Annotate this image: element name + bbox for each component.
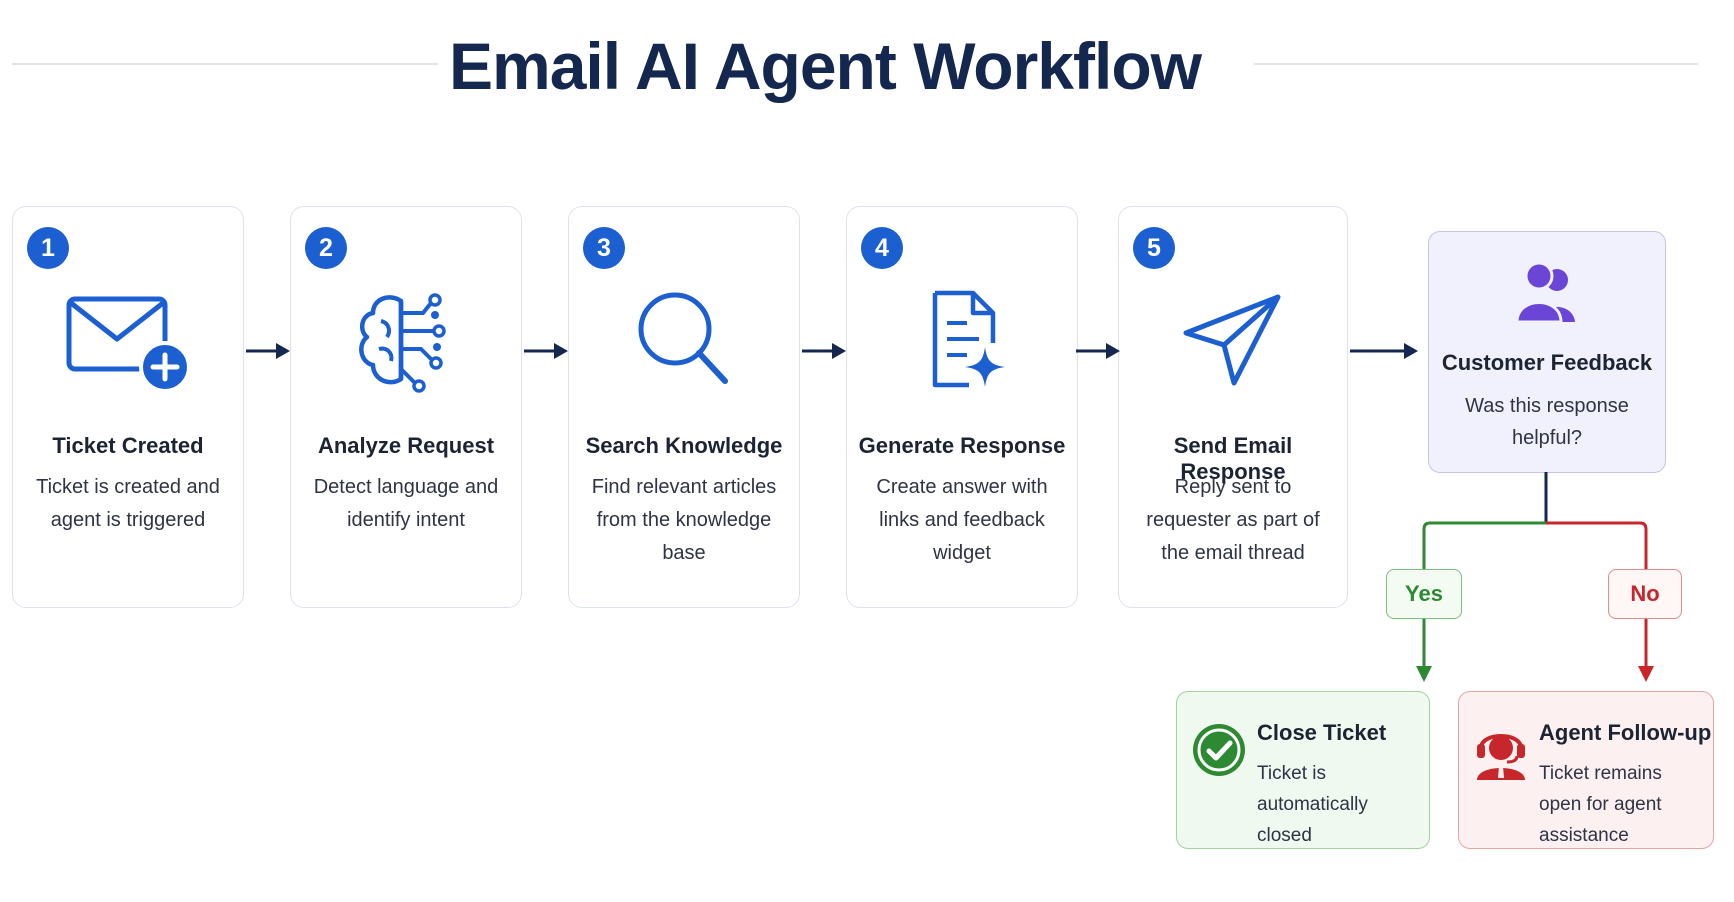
support-agent-icon	[1473, 722, 1529, 787]
users-icon	[1511, 258, 1583, 335]
step-card-ticket-created: 1 Ticket Created Ticket is created and a…	[12, 206, 244, 608]
step-card-analyze-request: 2 Analyze Request Detect language and id…	[290, 206, 522, 608]
step-number-badge: 4	[861, 227, 903, 269]
agent-followup-title: Agent Follow-up	[1539, 720, 1712, 745]
step-title: Generate Response	[858, 433, 1066, 458]
branch-label-no: No	[1608, 569, 1682, 619]
feedback-question: Was this response helpful?	[1465, 395, 1629, 449]
arrow-step5-to-feedback	[1350, 343, 1418, 359]
arrow-step1-to-step2	[246, 343, 290, 359]
step-number-badge: 5	[1133, 227, 1175, 269]
title-rule-right	[1254, 63, 1698, 65]
step-description: Find relevant articles from the knowledg…	[591, 476, 777, 564]
step-title: Search Knowledge	[585, 433, 783, 458]
close-ticket-description: Ticket is automatically closed	[1257, 763, 1368, 846]
step-description: Ticket is created and agent is triggered	[36, 476, 220, 531]
decision-branch-connectors	[1416, 472, 1654, 682]
arrow-step3-to-step4	[802, 343, 846, 359]
title-rule-left	[12, 63, 438, 65]
customer-feedback-card: Customer Feedback Was this response help…	[1428, 231, 1666, 473]
step-description: Reply sent to requester as part of the e…	[1146, 476, 1320, 564]
step-number-badge: 1	[27, 227, 69, 269]
step-card-generate-response: 4 Generate Response Create answer with l…	[846, 206, 1078, 608]
close-ticket-title: Close Ticket	[1257, 720, 1387, 745]
step-card-search-knowledge: 3 Search Knowledge Find relevant article…	[568, 206, 800, 608]
arrow-step2-to-step3	[524, 343, 568, 359]
diagram-title: Email AI Agent Workflow	[449, 29, 1202, 103]
step-description: Detect language and identify intent	[313, 476, 499, 531]
agent-followup-card: Agent Follow-up Ticket remains open for …	[1458, 691, 1714, 849]
paper-plane-icon	[1178, 287, 1288, 402]
step-title: Analyze Request	[317, 433, 495, 458]
step-title: Send Email Response	[1173, 433, 1293, 484]
step-number-badge: 3	[583, 227, 625, 269]
close-ticket-card: Close Ticket Ticket is automatically clo…	[1176, 691, 1430, 849]
agent-followup-description: Ticket remains open for agent assistance	[1539, 763, 1662, 846]
step-number-badge: 2	[305, 227, 347, 269]
step-description: Create answer with links and feedback wi…	[876, 476, 1048, 564]
branch-label-yes: Yes	[1386, 569, 1462, 619]
step-card-send-email-response: 5 Send Email Response Reply sent to requ…	[1118, 206, 1348, 608]
arrow-step4-to-step5	[1076, 343, 1120, 359]
step-title: Ticket Created	[52, 433, 204, 458]
brain-circuit-icon	[351, 287, 461, 402]
document-sparkle-icon	[907, 287, 1017, 402]
magnifier-icon	[629, 287, 739, 402]
check-circle-icon	[1191, 722, 1247, 783]
envelope-plus-icon	[63, 287, 193, 402]
feedback-title: Customer Feedback	[1441, 350, 1653, 375]
